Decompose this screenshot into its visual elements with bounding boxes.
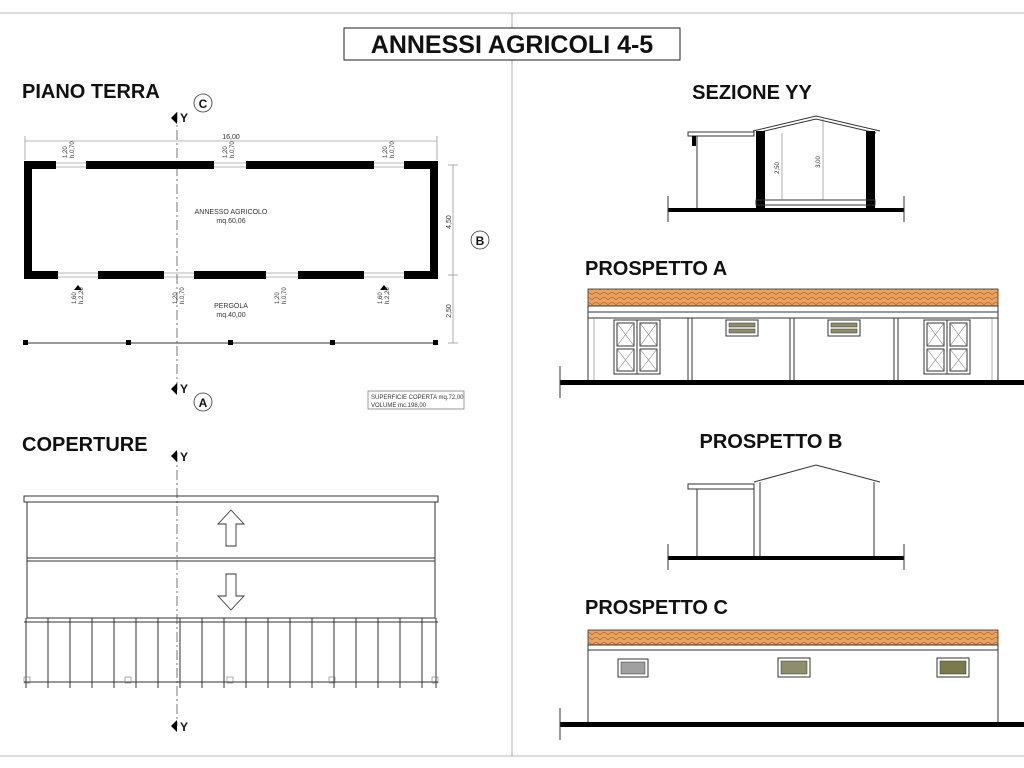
- title-prospetto-a: PROSPETTO A: [585, 258, 727, 280]
- window-2: [780, 660, 808, 675]
- dim-total-width: 16,00: [222, 134, 240, 141]
- section-dim-h1: 2,50: [775, 162, 781, 174]
- roof-tiles: [587, 288, 999, 307]
- title-prospetto-c: PROSPETTO C: [585, 597, 728, 619]
- view-marker-b-label: B: [476, 234, 485, 248]
- ground-line: [668, 556, 904, 560]
- title-piano-terra: PIANO TERRA: [22, 81, 160, 103]
- svg-text:1,20: 1,20: [223, 146, 229, 158]
- room-label: ANNESSO AGRICOLO: [195, 209, 268, 216]
- view-marker-b: [470, 230, 490, 250]
- door-right: [923, 319, 971, 375]
- section-arrow-icon: [171, 383, 177, 395]
- slope-up-arrow-icon: [216, 509, 246, 547]
- room-area: mq.60,06: [216, 218, 245, 225]
- roof-plan: Y Y: [23, 450, 439, 734]
- roof-tiles: [587, 629, 999, 646]
- svg-text:1,20: 1,20: [383, 146, 389, 158]
- window-2: [827, 319, 861, 337]
- summary-box: [367, 390, 465, 410]
- pergola-beams: [25, 618, 437, 688]
- svg-text:1,20: 1,20: [63, 146, 69, 158]
- svg-text:h.0,70: h.0,70: [230, 141, 236, 158]
- ground-line: [668, 208, 904, 212]
- window-3: [939, 660, 967, 675]
- svg-text:1,20: 1,20: [173, 292, 179, 304]
- sheet-title: ANNESSI AGRICOLI 4-5: [371, 31, 654, 59]
- elevation-b: [667, 464, 905, 570]
- title-sezione-yy: SEZIONE YY: [692, 82, 812, 104]
- section-dim-h2: 3,00: [816, 156, 822, 168]
- view-marker-c-label: C: [199, 97, 208, 111]
- section-arrow-icon: [171, 112, 177, 124]
- floor-plan: Y Y C B A 16,00: [23, 93, 490, 412]
- svg-text:h.2,20: h.2,20: [385, 287, 391, 304]
- axis-label-y-top: Y: [180, 111, 188, 125]
- slope-down-arrow-icon: [216, 573, 246, 611]
- view-marker-a: [193, 392, 213, 412]
- title-coperture: COPERTURE: [22, 434, 148, 456]
- title-prospetto-b: PROSPETTO B: [700, 431, 843, 453]
- dim-room-depth: 4,50: [446, 215, 453, 229]
- dim-pergola-depth: 2,50: [446, 304, 453, 318]
- svg-text:1,60: 1,60: [72, 292, 78, 304]
- window-1: [725, 319, 759, 337]
- summary-surface: SUPERFICIE COPERTA mq.72,00: [371, 395, 464, 401]
- axis-label-y-bottom: Y: [180, 382, 188, 396]
- svg-text:1,60: 1,60: [378, 292, 384, 304]
- svg-text:h.2,20: h.2,20: [79, 287, 85, 304]
- section-yy: 2,50 3,00: [667, 115, 905, 222]
- window-1: [620, 661, 646, 675]
- pergola-label: PERGOLA: [214, 303, 248, 310]
- elevation-c: [559, 629, 1024, 740]
- section-arrow-icon: [171, 720, 177, 732]
- section-arrow-icon: [171, 450, 177, 462]
- svg-text:h.0,70: h.0,70: [180, 287, 186, 304]
- pergola-area: mq.40,00: [216, 312, 245, 319]
- axis-label-y-top: Y: [180, 450, 188, 464]
- view-marker-c: [193, 93, 213, 113]
- view-marker-a-label: A: [199, 396, 208, 410]
- svg-text:h.0,70: h.0,70: [282, 287, 288, 304]
- svg-text:h.0,70: h.0,70: [390, 141, 396, 158]
- svg-text:1,20: 1,20: [275, 292, 281, 304]
- entry-arrow-icon: [74, 285, 82, 290]
- ground-line: [560, 722, 1024, 727]
- ground-line: [560, 380, 1024, 385]
- axis-label-y-bottom: Y: [180, 720, 188, 734]
- elevation-a: [559, 288, 1024, 398]
- sheet-frame: [0, 12, 1024, 757]
- entry-arrow-icon: [380, 285, 388, 290]
- title-box: [343, 27, 681, 61]
- summary-volume: VOLUME mc.198,00: [371, 403, 427, 409]
- svg-text:h.0,70: h.0,70: [70, 141, 76, 158]
- door-left: [613, 319, 661, 375]
